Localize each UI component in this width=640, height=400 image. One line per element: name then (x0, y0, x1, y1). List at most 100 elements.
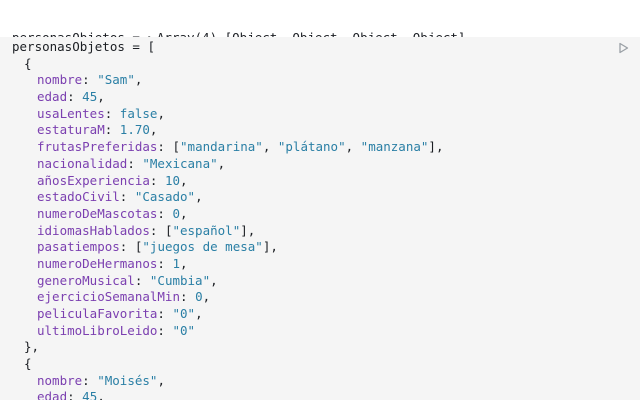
property-value: "Mexicana" (142, 155, 218, 171)
property-value: "plátano" (277, 139, 346, 155)
code-line-object-open: { (0, 56, 640, 73)
array-open-bracket: [ (164, 222, 173, 238)
code-line-property: idiomasHablados: ["español"], (0, 223, 640, 240)
object-open-brace: { (24, 55, 32, 71)
colon: : (180, 289, 196, 305)
code-line-object2-open: { (0, 356, 640, 373)
property-key: frutasPreferidas (37, 139, 158, 155)
code-line-property: ejercicioSemanalMin: 0, (0, 289, 640, 306)
code-line-property: pasatiempos: ["juegos de mesa"], (0, 239, 640, 256)
comma: , (210, 272, 218, 288)
colon: : (157, 205, 173, 221)
array-close-bracket: ] (262, 239, 271, 255)
colon: : (82, 372, 98, 388)
colon: : (149, 172, 165, 188)
run-cell-button[interactable] (616, 41, 630, 55)
property-value: "español" (172, 222, 241, 238)
property-value: "Cumbia" (149, 272, 211, 288)
property-key: edad (37, 389, 68, 400)
colon: : (134, 272, 150, 288)
property-value: 0 (195, 289, 203, 305)
comma: , (180, 172, 188, 188)
property-key: nombre (37, 72, 83, 88)
code-line-property: ultimoLibroLeido: "0" (0, 323, 640, 340)
array-open-bracket: [ (172, 139, 181, 155)
colon: : (157, 306, 173, 321)
run-cell-icon[interactable] (618, 42, 629, 54)
code-line-property: generoMusical: "Cumbia", (0, 273, 640, 290)
colon: : (157, 255, 173, 271)
comma: , (195, 189, 203, 205)
colon: : (67, 389, 83, 400)
colon: : (149, 222, 165, 238)
property-key: peliculaFavorita (37, 306, 158, 321)
code-content[interactable]: personasObjetos = [ { nombre: "Sam",edad… (0, 39, 640, 400)
code-editor[interactable]: personasObjetos = [ { nombre: "Sam",edad… (0, 37, 640, 400)
comma: , (435, 139, 444, 155)
colon: : (157, 322, 173, 338)
cell-output: personasObjetos = ▶Array(4) [Object, Obj… (0, 0, 640, 45)
comma: , (202, 289, 211, 305)
declaration-open: = [ (124, 39, 155, 54)
property-key: edad (37, 89, 68, 105)
code-line-property: edad: 45, (0, 89, 640, 106)
property-value: "manzana" (360, 139, 429, 155)
property-key: estadoCivil (37, 189, 120, 205)
colon: : (127, 155, 143, 171)
property-value: "Sam" (97, 72, 135, 88)
property-key: nacionalidad (37, 155, 128, 171)
comma: , (217, 155, 226, 171)
property-key: ultimoLibroLeido (37, 322, 158, 338)
colon: : (104, 105, 120, 121)
property-key: numeroDeHermanos (37, 255, 158, 271)
code-line-property: nombre: "Moisés", (0, 373, 640, 390)
property-value: 0 (172, 205, 181, 221)
array-open-bracket: [ (134, 239, 143, 255)
comma: , (180, 205, 188, 221)
object2-open-brace: { (24, 356, 32, 372)
array-separator: , (345, 139, 361, 155)
property-value: "mandarina" (180, 139, 263, 155)
colon: : (157, 139, 173, 155)
property-value: 1 (172, 255, 181, 271)
property-key: generoMusical (37, 272, 135, 288)
property-key: añosExperiencia (37, 172, 150, 188)
property-key: idiomasHablados (37, 222, 150, 238)
comma: , (157, 372, 165, 388)
array-close-bracket: ] (428, 139, 436, 155)
property-value: "Moisés" (97, 372, 158, 388)
array-close-bracket: ] (240, 222, 248, 238)
property-value: "0" (172, 306, 196, 321)
property-value: false (119, 105, 158, 121)
property-value: 45 (82, 89, 98, 105)
property-value: "Casado" (134, 189, 196, 205)
property-key: nombre (37, 372, 83, 388)
declaration-name: personasObjetos (12, 39, 125, 54)
code-line-property: numeroDeMascotas: 0, (0, 206, 640, 223)
colon: : (104, 122, 120, 138)
array-separator: , (262, 139, 278, 155)
comma: , (270, 239, 278, 255)
code-line-property: peliculaFavorita: "0", (0, 306, 640, 323)
code-line-declaration: personasObjetos = [ (0, 39, 640, 56)
comma: , (134, 72, 143, 88)
property-value: 45 (82, 389, 98, 400)
code-line-property: añosExperiencia: 10, (0, 173, 640, 190)
code-line-property: estadoCivil: "Casado", (0, 189, 640, 206)
property-key: estaturaM (37, 122, 105, 138)
code-line-property: edad: 45, (0, 389, 640, 400)
colon: : (67, 89, 83, 105)
colon: : (119, 189, 135, 205)
comma: , (157, 105, 165, 121)
property-value: 10 (164, 172, 181, 188)
code-line-property: frutasPreferidas: ["mandarina", "plátano… (0, 139, 640, 156)
code-line-property: nacionalidad: "Mexicana", (0, 156, 640, 173)
comma: , (247, 222, 256, 238)
property-value: 1.70 (119, 122, 150, 138)
code-line-property: estaturaM: 1.70, (0, 122, 640, 139)
comma: , (180, 255, 188, 271)
code-line-property: numeroDeHermanos: 1, (0, 256, 640, 273)
property-key: numeroDeMascotas (37, 205, 158, 221)
code-line-object-close: }, (0, 339, 640, 356)
comma: , (149, 122, 158, 138)
